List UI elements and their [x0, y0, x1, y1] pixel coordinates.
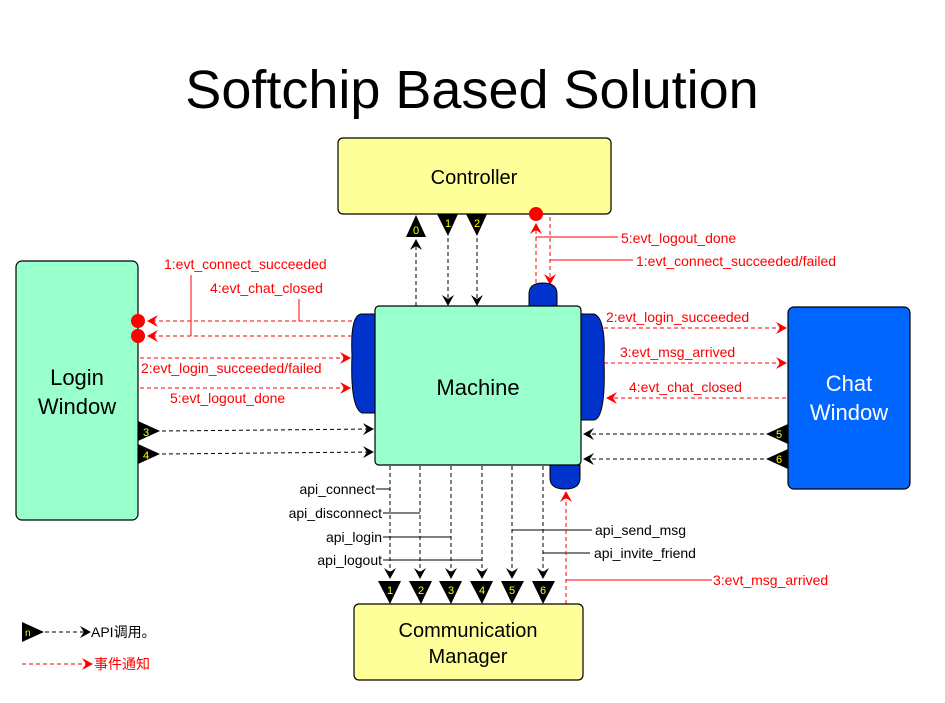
event-label-controller-connect: 1:evt_connect_succeeded/failed — [636, 253, 836, 269]
api-label-connect: api_connect — [299, 481, 375, 497]
legend-api-call: n API调用。 — [22, 622, 156, 642]
login-event-dot-1 — [131, 314, 145, 328]
comm-ports: 1 2 3 4 5 6 — [378, 581, 555, 604]
legend: n API调用。 事件通知 — [22, 622, 156, 672]
chat-window-label-2: Window — [810, 400, 888, 425]
svg-text:4: 4 — [479, 585, 485, 597]
comm-manager-box[interactable]: Communication Manager — [353, 603, 584, 681]
svg-text:4: 4 — [143, 450, 149, 462]
chat-window-label-1: Chat — [826, 371, 872, 396]
api-label-logout: api_logout — [317, 552, 382, 568]
api-label-invite-friend: api_invite_friend — [594, 545, 696, 561]
svg-text:6: 6 — [776, 454, 782, 466]
machine-port-bottom — [549, 464, 581, 490]
api-label-send-msg: api_send_msg — [595, 522, 686, 538]
event-label-login-result: 2:evt_login_succeeded/failed — [141, 360, 322, 376]
machine-port-right — [579, 313, 605, 421]
event-label-chat-msg: 3:evt_msg_arrived — [620, 344, 735, 360]
login-port-4: 4 — [138, 444, 160, 464]
svg-text:1: 1 — [445, 218, 451, 230]
login-window-label-2: Window — [38, 394, 116, 419]
svg-text:5: 5 — [509, 585, 515, 597]
machine-port-left — [351, 313, 377, 414]
controller-event-dot — [529, 207, 543, 221]
legend-api-label: API调用。 — [91, 624, 156, 640]
svg-text:3: 3 — [448, 585, 454, 597]
controller-port-1: 1 — [437, 214, 458, 236]
svg-text:1: 1 — [387, 585, 393, 597]
api-label-disconnect: api_disconnect — [289, 505, 383, 521]
event-label-login-connect: 1:evt_connect_succeeded — [164, 256, 327, 272]
login-port-3: 3 — [138, 421, 160, 441]
event-label-comm-msg: 3:evt_msg_arrived — [713, 572, 828, 588]
chat-window-box[interactable]: Chat Window — [787, 306, 911, 490]
svg-text:0: 0 — [413, 225, 419, 237]
machine-label: Machine — [436, 375, 519, 400]
chat-port-6: 6 — [766, 449, 788, 469]
diagram-title: Softchip Based Solution — [185, 60, 758, 120]
legend-event-notify: 事件通知 — [22, 656, 150, 672]
api-arrow-3 — [161, 423, 374, 436]
svg-text:2: 2 — [418, 585, 424, 597]
machine-box[interactable]: Machine — [374, 305, 582, 466]
controller-label: Controller — [431, 167, 518, 189]
svg-text:5: 5 — [776, 429, 782, 441]
login-window-label-1: Login — [50, 365, 104, 390]
event-label-login-logout: 5:evt_logout_done — [170, 390, 285, 406]
login-event-dot-2 — [131, 329, 145, 343]
api-label-login: api_login — [326, 529, 382, 545]
event-label-login-chat-closed: 4:evt_chat_closed — [210, 280, 323, 296]
svg-text:6: 6 — [540, 585, 546, 597]
event-label-controller-logout: 5:evt_logout_done — [621, 230, 736, 246]
controller-box[interactable]: Controller — [337, 137, 612, 215]
comm-api-arrows — [384, 466, 549, 579]
chat-port-5: 5 — [766, 424, 788, 444]
api-arrow-4 — [161, 446, 374, 459]
event-label-chat-login: 2:evt_login_succeeded — [606, 309, 749, 325]
legend-event-label: 事件通知 — [94, 656, 150, 672]
controller-port-0: 0 — [406, 215, 426, 237]
login-window-box[interactable]: Login Window — [15, 260, 139, 521]
comm-manager-label-1: Communication — [399, 620, 538, 642]
machine-port-top — [528, 282, 558, 308]
comm-manager-label-2: Manager — [429, 646, 508, 668]
svg-text:n: n — [25, 628, 31, 639]
svg-text:3: 3 — [143, 427, 149, 439]
svg-text:2: 2 — [474, 218, 480, 230]
controller-port-2: 2 — [466, 214, 487, 236]
event-label-chat-closed: 4:evt_chat_closed — [629, 379, 742, 395]
